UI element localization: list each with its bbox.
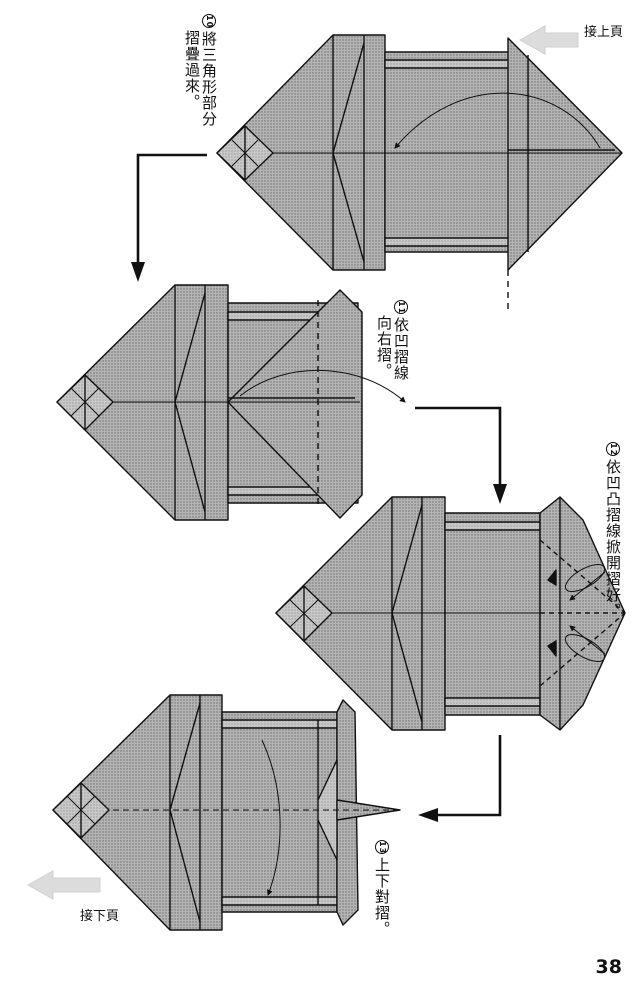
prev-page-label: 接上頁 — [584, 25, 624, 40]
step-10-instruction: 10 將三角形部分 — [200, 14, 218, 154]
flow-arrow-10-11 — [131, 153, 207, 282]
step-10-text-2: 摺疊過來。 — [183, 30, 201, 110]
step-10-number: 10 — [202, 14, 216, 28]
step-11-model — [56, 284, 406, 521]
step-13-model — [52, 694, 401, 931]
step-11-text-2: 向右摺。 — [375, 315, 393, 379]
flow-arrow-11-12 — [415, 406, 507, 504]
step-13-instruction: 13 上下對摺。 — [373, 840, 391, 960]
next-page-arrow-icon — [26, 870, 101, 900]
step-10-model — [216, 34, 623, 310]
next-page-label: 接下頁 — [80, 909, 120, 924]
step-11-instruction: 11 依凹摺線 — [392, 300, 410, 420]
flow-arrow-12-13 — [418, 735, 502, 822]
step-13-text-1: 上下對摺。 — [373, 857, 391, 937]
step-11-number: 11 — [394, 300, 408, 314]
step-10-instruction-col2: 摺疊過來。 — [183, 30, 201, 150]
step-12-model — [275, 496, 626, 731]
step-12-number: 12 — [606, 442, 620, 456]
step-12-instruction: 12 依凹凸摺線掀開摺好。 — [604, 442, 622, 642]
step-10-text-1: 將三角形部分 — [200, 31, 218, 127]
step-11-instruction-col2: 向右摺。 — [375, 315, 393, 415]
page-number: 38 — [595, 956, 622, 978]
step-11-text-1: 依凹摺線 — [392, 317, 410, 381]
step-13-number: 13 — [375, 840, 389, 854]
step-12-text-1: 依凹凸摺線掀開摺好。 — [604, 459, 622, 619]
prev-page-arrow-icon — [518, 25, 579, 55]
